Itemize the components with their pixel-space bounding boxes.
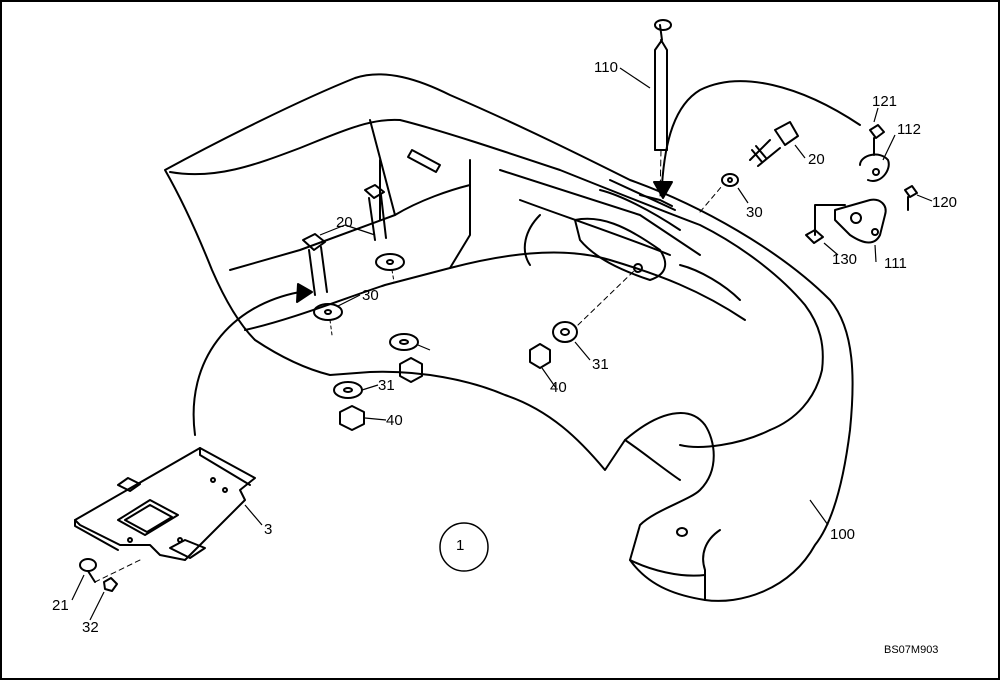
nut-40-left-1 [339,405,365,431]
arrow-to-bracket-location [192,291,301,436]
washer-32 [103,577,118,592]
callout-110: 110 [594,59,618,76]
washer-31-right [552,321,578,343]
callout-3: 3 [264,521,273,538]
view-number: 1 [456,537,465,554]
callout-100: 100 [830,526,856,543]
nut-40-left-2 [399,357,423,383]
callout-31-right: 31 [592,356,609,373]
bolt-20-left-2 [364,184,387,241]
bolt-20-left-1 [302,233,328,296]
callout-112: 112 [897,121,921,138]
washer-30-left-2 [375,253,405,271]
callout-20-left: 20 [336,214,353,231]
callout-111: 111 [884,255,907,272]
plate-3 [74,447,256,561]
callout-32: 32 [82,619,99,636]
counterweight-body [164,73,854,602]
drawing-code: BS07M903 [884,644,939,656]
arrow-to-pin-location [661,80,861,186]
washer-30-left-1 [313,303,343,321]
bolt-20-right [749,121,799,167]
washer-31-left-2 [389,333,419,351]
nut-40-right [529,343,551,369]
washer-31-left-1 [333,381,363,399]
washer-30-right [721,173,739,187]
bracket-111 [805,124,918,244]
callout-31-left: 31 [378,377,395,394]
callout-40-right: 40 [550,379,567,396]
callout-121: 121 [872,93,898,110]
callout-120: 120 [932,194,958,211]
bolt-21 [79,558,97,572]
callout-21: 21 [52,597,69,614]
callout-40-left: 40 [386,412,403,429]
callout-130: 130 [832,251,858,268]
view-number-circle [439,522,489,572]
callout-30-left: 30 [362,287,379,304]
callout-20-right: 20 [808,151,825,168]
callout-30-right: 30 [746,204,763,221]
pin-110 [654,19,672,201]
